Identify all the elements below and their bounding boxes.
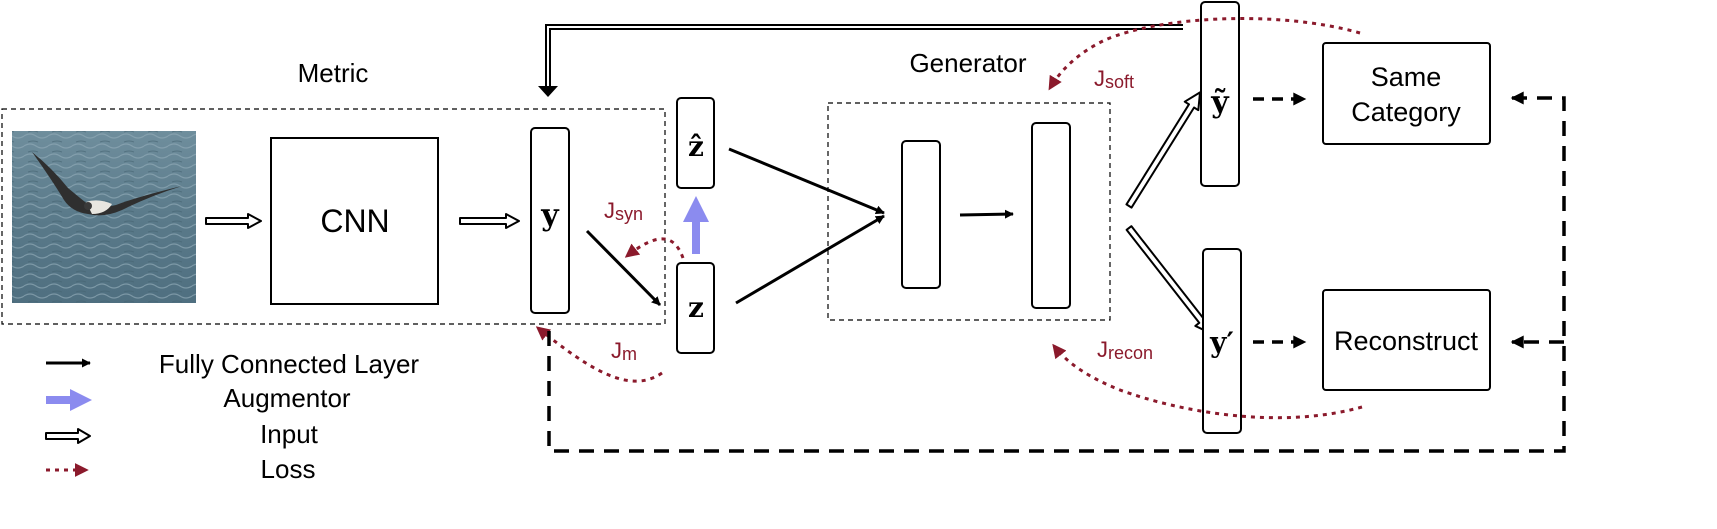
fc-arrow-y-z	[585, 229, 662, 307]
input-arrow-cnn-y	[459, 213, 520, 229]
z-hat-vector-label: ẑ	[688, 130, 704, 163]
generator-region	[827, 102, 1111, 321]
metric-label: Metric	[298, 58, 369, 88]
legend: Fully Connected Layer Augmentor Input Lo…	[45, 349, 419, 484]
y-prime-vector-box	[1202, 248, 1242, 434]
same-category-box	[1322, 42, 1491, 145]
cnn-label: CNN	[320, 203, 389, 239]
z-hat-vector-box	[676, 97, 715, 189]
same-category-label-line2: Category	[1351, 97, 1461, 127]
fc-arrow-z-generator	[735, 214, 885, 305]
input-arrow-photo-cnn	[205, 213, 262, 229]
loss-label-recon: Jrecon	[1097, 337, 1153, 363]
augmentor-arrow	[683, 196, 709, 254]
generator-layer-2	[1031, 122, 1071, 309]
loss-arrow-m	[535, 326, 663, 383]
loss-label-soft: Jsoft	[1094, 66, 1134, 92]
same-category-label-line1: Same	[1371, 62, 1442, 92]
input-arrow-icon	[45, 428, 91, 444]
y-tilde-vector-label: ỹ	[1210, 85, 1230, 120]
augmentor-arrow-icon	[46, 389, 92, 411]
y-vector-box	[530, 127, 570, 314]
fc-arrow-generator-internal	[959, 209, 1014, 219]
loss-arrow-recon	[1052, 343, 1363, 420]
reconstruct-box	[1322, 289, 1491, 391]
loss-label-syn: Jsyn	[604, 198, 643, 224]
y-vector-label: y	[540, 198, 560, 233]
loss-label-m: Jm	[611, 338, 637, 364]
legend-label-loss: Loss	[261, 454, 316, 484]
cnn-box	[270, 137, 439, 305]
legend-label-input: Input	[260, 419, 319, 449]
y-tilde-vector-box	[1200, 1, 1240, 187]
generator-label: Generator	[909, 48, 1026, 78]
dashed-feedback-path	[547, 91, 1566, 453]
legend-label-augmentor: Augmentor	[223, 383, 351, 413]
generator-layer-1	[901, 140, 941, 289]
fc-arrow-zhat-generator	[728, 147, 885, 215]
bird-photo	[12, 131, 196, 303]
input-arrow-ytilde-to-y	[538, 24, 1183, 97]
metric-region	[1, 108, 666, 325]
reconstruct-label: Reconstruct	[1334, 326, 1479, 356]
y-prime-vector-label: y′	[1209, 326, 1234, 359]
z-vector-box	[676, 262, 715, 354]
z-vector-label: z	[688, 291, 704, 324]
input-arrow-generator-ytilde	[1125, 91, 1202, 209]
legend-label-fully-connected: Fully Connected Layer	[159, 349, 419, 379]
loss-arrow-syn	[624, 237, 685, 259]
